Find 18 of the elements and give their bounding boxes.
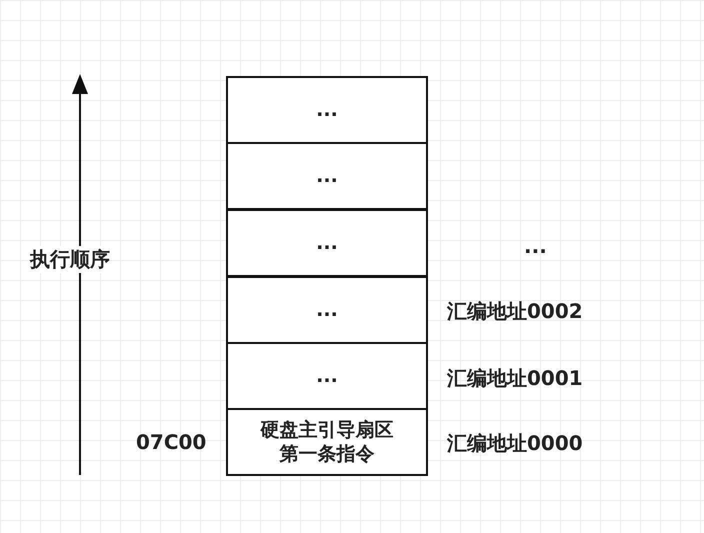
memory-cell (226, 342, 428, 410)
memory-cell (226, 276, 428, 344)
memory-cell (226, 408, 428, 476)
order-label: 执行顺序 (30, 246, 110, 273)
memory-cell (226, 76, 428, 144)
cell-text: ... (316, 164, 338, 188)
memory-cell (226, 209, 428, 277)
address-label: 汇编地址0001 (447, 365, 583, 392)
cell-text: ... (316, 364, 338, 388)
cell-text: ... (316, 231, 338, 255)
memory-cell (226, 142, 428, 210)
cell-text: ... (316, 98, 338, 122)
address-label: 汇编地址0000 (447, 430, 583, 457)
ellipsis-label: ... (524, 234, 547, 258)
address-label: 汇编地址0002 (447, 298, 583, 325)
cell-text: ... (316, 298, 338, 322)
address-label: 07C00 (136, 430, 206, 454)
cell-text: 硬盘主引导扇区第一条指令 (259, 418, 394, 466)
